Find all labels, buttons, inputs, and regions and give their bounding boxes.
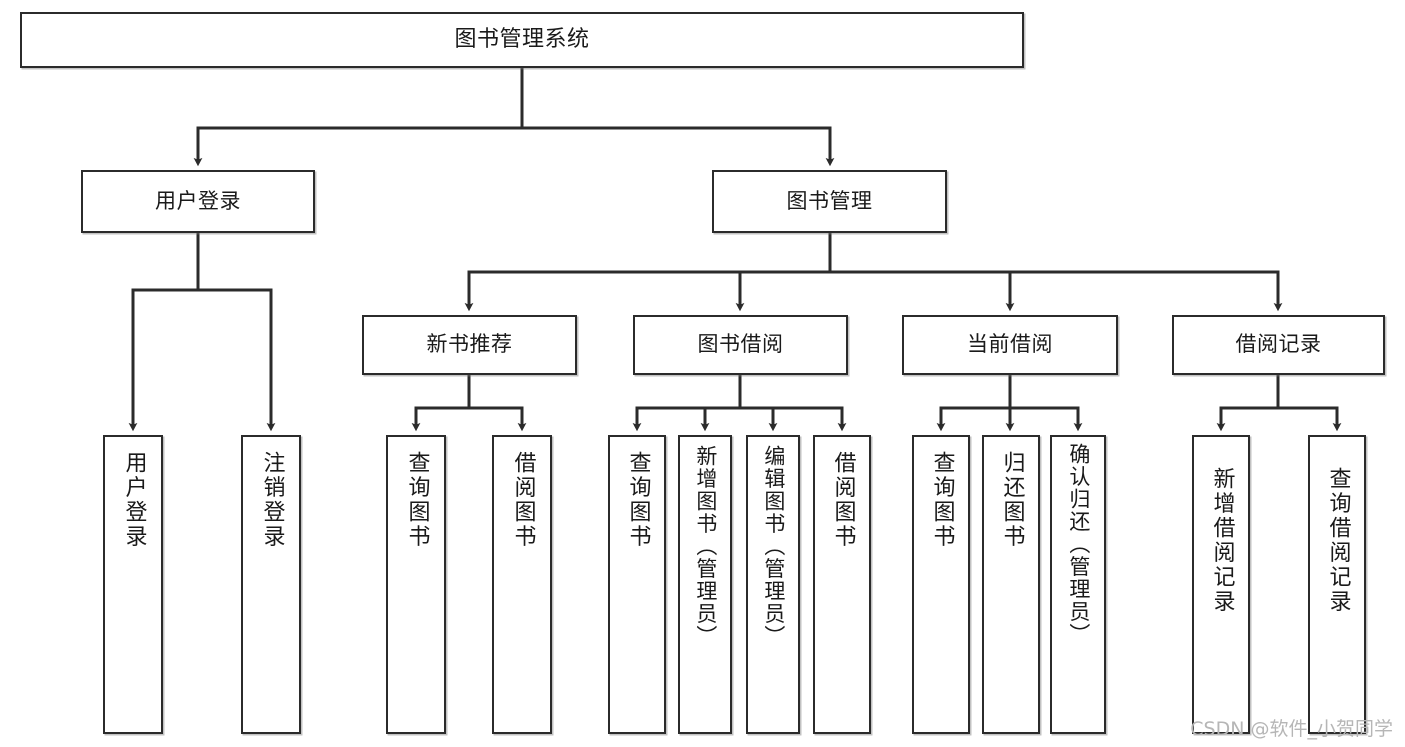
node-leaf-add-book-admin[interactable]: 新增图书（管理员） [678, 435, 732, 734]
node-leaf-borrow-book-1[interactable]: 借阅图书 [492, 435, 552, 734]
node-label: 用户登录 [121, 451, 147, 549]
node-label: 新增图书（管理员） [693, 445, 718, 648]
node-label: 归还图书 [999, 451, 1025, 549]
node-leaf-edit-book-admin[interactable]: 编辑图书（管理员） [746, 435, 800, 734]
node-label: 查询借阅记录 [1325, 467, 1351, 614]
node-borrow-record[interactable]: 借阅记录 [1172, 315, 1385, 375]
node-leaf-confirm-return-admin[interactable]: 确认归还（管理员） [1050, 435, 1106, 734]
node-label: 确认归还（管理员） [1066, 443, 1091, 646]
node-label: 注销登录 [259, 451, 285, 549]
node-leaf-return-book[interactable]: 归还图书 [982, 435, 1040, 734]
node-leaf-borrow-book-2[interactable]: 借阅图书 [813, 435, 871, 734]
node-label: 借阅记录 [1235, 332, 1322, 357]
node-label: 图书管理 [786, 188, 873, 213]
node-book-management[interactable]: 图书管理 [712, 170, 947, 233]
node-leaf-query-book-3[interactable]: 查询图书 [912, 435, 970, 734]
node-label: 查询图书 [625, 451, 651, 549]
node-current-borrow[interactable]: 当前借阅 [902, 315, 1118, 375]
node-label: 图书借阅 [697, 332, 784, 357]
node-label: 新书推荐 [426, 332, 513, 357]
node-book-borrow[interactable]: 图书借阅 [633, 315, 848, 375]
node-label: 当前借阅 [967, 332, 1053, 357]
node-leaf-query-borrow-record[interactable]: 查询借阅记录 [1308, 435, 1366, 734]
node-label: 图书管理系统 [454, 26, 590, 52]
node-leaf-query-book-1[interactable]: 查询图书 [386, 435, 446, 734]
node-label: 查询图书 [929, 451, 955, 549]
node-label: 用户登录 [155, 188, 241, 213]
node-leaf-user-login[interactable]: 用户登录 [103, 435, 163, 734]
node-user-login[interactable]: 用户登录 [81, 170, 315, 233]
watermark: CSDN @软件_小贺同学 [1190, 718, 1393, 740]
node-leaf-query-book-2[interactable]: 查询图书 [608, 435, 666, 734]
node-label: 借阅图书 [510, 451, 536, 549]
node-new-book-recommend[interactable]: 新书推荐 [362, 315, 577, 375]
node-leaf-logout-login[interactable]: 注销登录 [241, 435, 301, 734]
node-book-management-system[interactable]: 图书管理系统 [20, 12, 1024, 68]
node-label: 查询图书 [404, 451, 430, 549]
node-leaf-add-borrow-record[interactable]: 新增借阅记录 [1192, 435, 1250, 734]
node-label: 新增借阅记录 [1209, 467, 1235, 614]
node-label: 编辑图书（管理员） [761, 445, 786, 648]
node-label: 借阅图书 [830, 451, 856, 549]
